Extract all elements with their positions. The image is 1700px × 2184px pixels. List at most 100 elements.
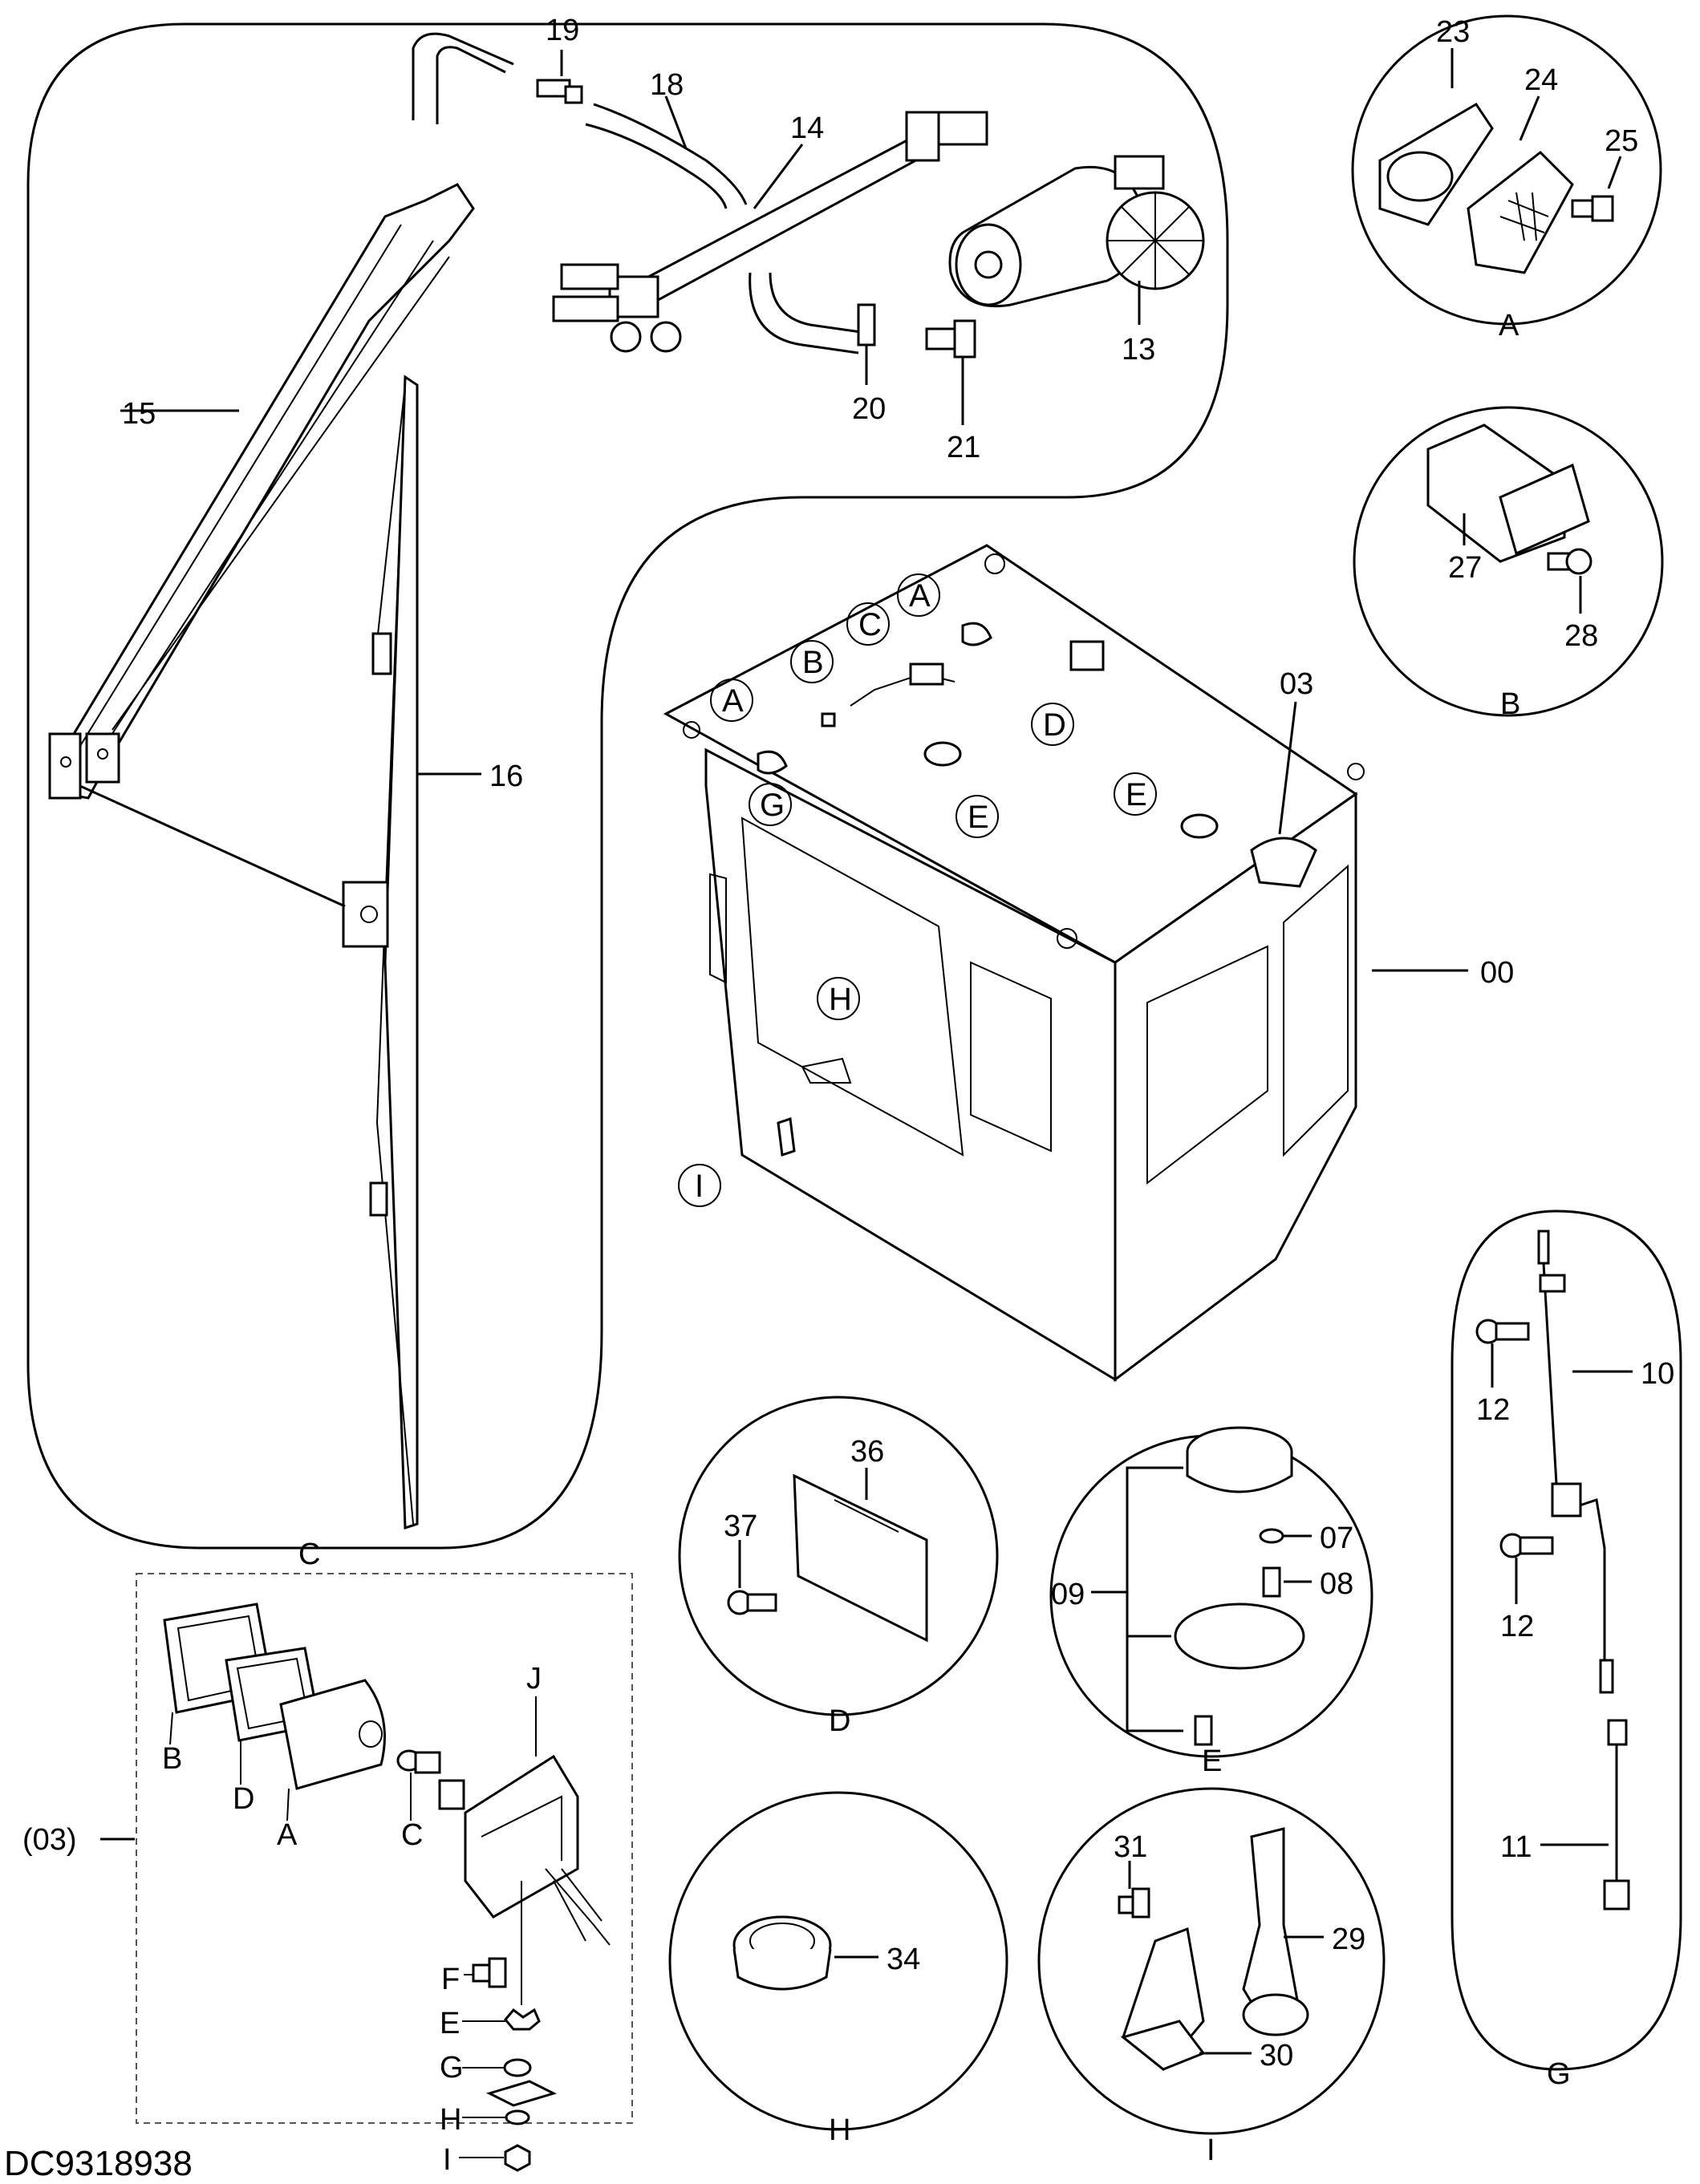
svg-text:G: G <box>760 788 785 823</box>
switch-27 <box>1426 423 1590 563</box>
detail-h-label: H <box>829 2113 850 2147</box>
svg-text:H: H <box>829 982 852 1017</box>
svg-text:E: E <box>968 800 989 835</box>
label-07: 07 <box>1320 1522 1353 1555</box>
label-00: 00 <box>1480 956 1514 990</box>
cab <box>663 544 1365 1382</box>
label-09: 09 <box>1051 1578 1085 1611</box>
wiper-blade <box>342 375 419 1530</box>
label-15: 15 <box>122 397 156 431</box>
svg-text:C: C <box>858 607 882 642</box>
bracket-30 <box>1120 1927 1206 2072</box>
lever-29 <box>1242 1827 1309 2036</box>
screw-31 <box>1118 1887 1150 1919</box>
label-24: 24 <box>1524 63 1558 97</box>
dome-light <box>1174 1426 1305 1670</box>
label-11: 11 <box>1500 1830 1532 1864</box>
label-20: 20 <box>852 392 886 426</box>
screw-25 <box>1571 195 1614 222</box>
socket-j <box>438 1754 611 1946</box>
callout-c: C <box>846 602 955 707</box>
cable-11 <box>1603 1719 1630 1910</box>
screw-12-1 <box>1475 1319 1530 1344</box>
nut-i <box>504 2144 531 2172</box>
label-03-ref: (03) <box>22 1823 77 1857</box>
grommet <box>732 1915 832 1991</box>
label-10: 10 <box>1641 1357 1674 1391</box>
svg-text:I: I <box>695 1169 704 1204</box>
label-23: 23 <box>1436 15 1470 49</box>
svg-text:D: D <box>1043 707 1066 743</box>
screw-37 <box>727 1590 777 1615</box>
label-13: 13 <box>1122 333 1155 367</box>
drawing-code: DC9318938 <box>4 2144 193 2183</box>
detail-d-frame <box>678 1396 999 1716</box>
label-27: 27 <box>1448 551 1482 585</box>
washer-e <box>504 2008 541 2031</box>
bulb-c <box>396 1749 441 1774</box>
callout-d: D <box>1031 703 1074 746</box>
label-21: 21 <box>947 431 980 464</box>
wiper-link <box>552 111 988 353</box>
washer-g <box>485 2058 558 2107</box>
callout-e-2: E <box>1114 772 1219 839</box>
detail-g-frame <box>1450 1210 1682 2071</box>
label-B: B <box>162 1742 182 1776</box>
label-29: 29 <box>1332 1923 1365 1956</box>
wiper-arm <box>48 183 475 800</box>
svg-text:B: B <box>802 645 824 680</box>
svg-text:E: E <box>1126 777 1147 812</box>
speaker-gasket <box>1378 102 1494 226</box>
label-08: 08 <box>1320 1567 1353 1601</box>
label-28: 28 <box>1564 619 1598 653</box>
label-37: 37 <box>724 1509 757 1543</box>
wiper-motor <box>948 155 1205 308</box>
label-E: E <box>440 2007 460 2040</box>
label-30: 30 <box>1260 2039 1293 2073</box>
svg-text:A: A <box>909 578 931 614</box>
callout-g: G <box>749 783 792 826</box>
detail-c-label: C <box>298 1538 320 1571</box>
bolt-21 <box>925 319 976 359</box>
detail-a-frame <box>1351 14 1662 326</box>
callout-a-2: A <box>897 573 992 646</box>
screw-28 <box>1547 548 1592 575</box>
detail-i-frame <box>1037 1787 1386 2135</box>
label-16: 16 <box>489 760 523 793</box>
label-03: 03 <box>1280 667 1313 701</box>
label-31: 31 <box>1114 1830 1147 1864</box>
callout-a-1: A <box>710 679 788 775</box>
label-34: 34 <box>887 1943 920 1976</box>
label-25: 25 <box>1605 124 1638 158</box>
screw-f <box>472 1957 507 1988</box>
label-C: C <box>401 1818 423 1852</box>
detail-b-label: B <box>1500 687 1520 721</box>
callout-b: B <box>790 640 836 727</box>
callout-h: H <box>817 977 860 1020</box>
label-19: 19 <box>546 14 579 47</box>
detail-d-label: D <box>829 1704 850 1738</box>
work-light <box>1250 837 1317 888</box>
work-light-detail-frame <box>136 1573 633 2124</box>
callout-i: I <box>678 1116 796 1207</box>
label-D: D <box>233 1782 254 1816</box>
screw-08 <box>1262 1566 1281 1598</box>
speaker-cover <box>1467 151 1574 274</box>
cable-10 <box>1537 1230 1614 1694</box>
detail-i-label: I <box>1207 2133 1215 2167</box>
label-36: 36 <box>850 1435 884 1469</box>
nozzle <box>536 79 583 104</box>
detail-h-frame <box>668 1791 1008 2131</box>
detail-b-frame <box>1353 406 1664 717</box>
label-G: G <box>440 2051 464 2085</box>
label-12-1: 12 <box>1476 1393 1510 1427</box>
detail-c-frame <box>26 22 1229 1550</box>
svg-text:A: A <box>722 683 744 719</box>
light-housing-a <box>279 1679 386 1790</box>
washer-h <box>505 2109 530 2125</box>
label-H: H <box>440 2103 461 2137</box>
label-I: I <box>443 2143 452 2177</box>
label-18: 18 <box>650 68 684 102</box>
label-J: J <box>526 1662 542 1696</box>
